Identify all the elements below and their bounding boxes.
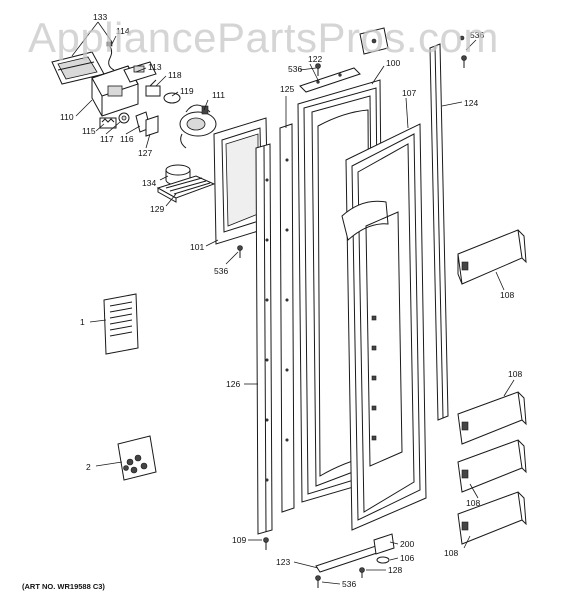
switch-118	[145, 79, 161, 97]
callout-119: 119	[180, 86, 194, 96]
top-trim-122	[299, 67, 361, 93]
door-bin-108-2	[457, 391, 527, 445]
callout-100: 100	[386, 58, 400, 68]
callout-126: 126	[226, 379, 240, 389]
callout-108-d: 108	[444, 548, 458, 558]
callout-108-a: 108	[500, 290, 514, 300]
callout-536-d: 536	[342, 579, 356, 589]
callout-122: 122	[308, 54, 322, 64]
door-bin-108-top	[457, 229, 527, 285]
callout-200: 200	[400, 539, 414, 549]
callout-127: 127	[138, 148, 152, 158]
callout-106: 106	[400, 553, 414, 563]
trim-126	[255, 143, 273, 535]
door-bin-108-4	[457, 491, 527, 545]
callout-108-b: 108	[508, 369, 522, 379]
gasket-strip-124	[429, 35, 465, 421]
screw-128	[359, 567, 365, 578]
hinge-200	[373, 533, 395, 555]
callout-111: 111	[212, 90, 225, 100]
spring-115	[99, 117, 117, 129]
callout-108-c: 108	[466, 498, 480, 508]
screw-109	[263, 537, 269, 550]
art-number: (ART NO. WR19588 C3)	[22, 582, 105, 591]
trim-125	[279, 123, 295, 513]
watermark: AppliancePartsPros.com	[28, 14, 499, 61]
callout-labels: 133 114 113 118 119 110 115 117 116 127 …	[60, 12, 522, 589]
hinge-cap	[359, 27, 389, 55]
hardware-kit-2	[117, 435, 157, 481]
callout-113: 113	[148, 62, 162, 72]
callout-133: 133	[93, 12, 107, 22]
bracket-127	[145, 115, 159, 137]
callout-124: 124	[464, 98, 478, 108]
actuator-117	[118, 112, 130, 124]
drip-tray-129	[156, 175, 216, 203]
door-liner-107	[341, 123, 427, 531]
callout-107: 107	[402, 88, 416, 98]
gasket-119	[163, 92, 181, 104]
callout-123: 123	[276, 557, 290, 567]
callout-118: 118	[168, 70, 182, 80]
leader-lines	[71, 21, 515, 585]
callout-536-a: 536	[214, 266, 228, 276]
door-bin-108-3	[457, 439, 527, 493]
screw-536-b	[315, 63, 321, 76]
callout-129: 129	[150, 204, 164, 214]
control-board-133	[51, 51, 105, 85]
callout-101: 101	[190, 242, 204, 252]
callout-115: 115	[82, 126, 96, 136]
motor-111	[179, 104, 217, 149]
callout-536-b: 536	[288, 64, 302, 74]
callout-536-c: 536	[470, 30, 484, 40]
callout-109: 109	[232, 535, 246, 545]
callout-128: 128	[388, 565, 402, 575]
callout-125: 125	[280, 84, 294, 94]
callout-2: 2	[86, 462, 91, 472]
callout-134: 134	[142, 178, 156, 188]
callout-114: 114	[116, 26, 130, 36]
callout-1: 1	[80, 317, 85, 327]
dispenser-housing-110	[91, 65, 139, 117]
bushing-106	[376, 556, 390, 564]
callout-116: 116	[120, 134, 134, 144]
screw-536-c	[461, 55, 467, 68]
dispenser-frame-101	[213, 117, 269, 245]
callout-117: 117	[100, 134, 114, 144]
callout-110: 110	[60, 112, 74, 122]
screw-536-a	[237, 245, 243, 258]
screw-536-d	[315, 575, 321, 588]
instruction-card-1	[103, 293, 139, 355]
